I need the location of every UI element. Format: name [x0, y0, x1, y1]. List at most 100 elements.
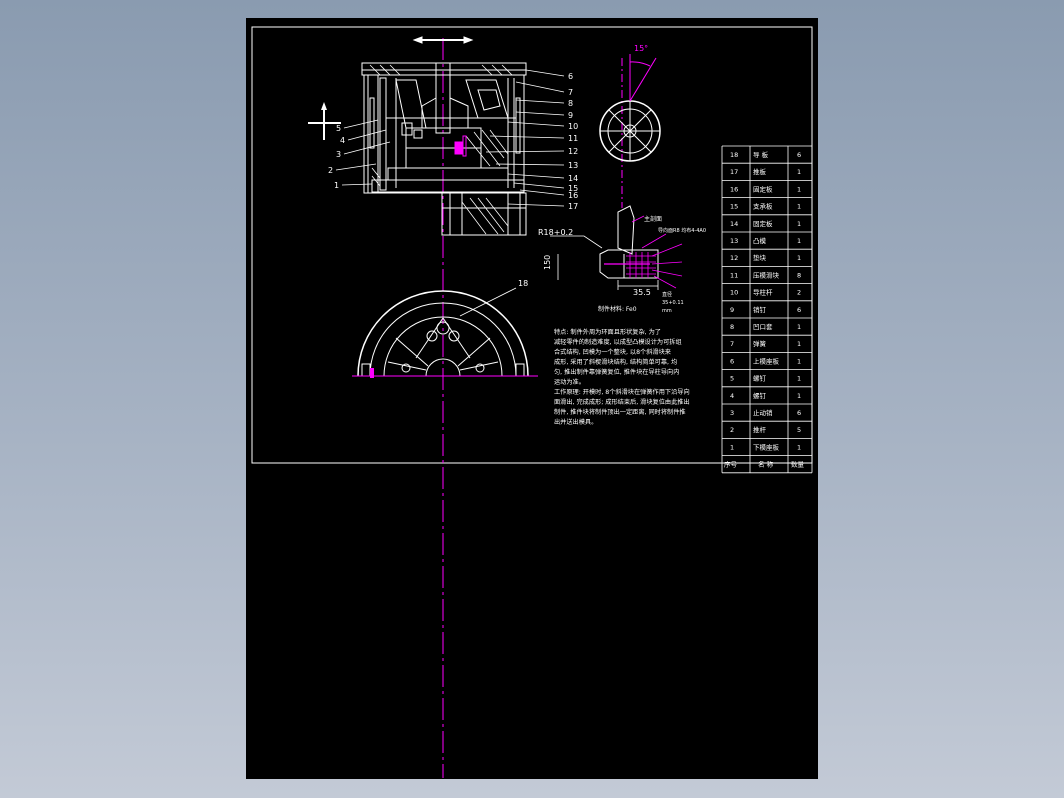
- bom-row-name: 导 板: [753, 150, 769, 159]
- balloon-label: 9: [568, 111, 573, 120]
- balloon-label: 6: [568, 72, 573, 81]
- note-line: 合式结构, 凹模为一个整块, 以8个斜滑块来: [554, 348, 671, 356]
- bom-row-qty: 1: [797, 185, 801, 193]
- diameter-label: 直径: [662, 291, 672, 298]
- diameter-value: 35+0.11: [662, 300, 684, 306]
- bom-row-qty: 1: [797, 340, 801, 348]
- bom-row-number: 10: [730, 289, 738, 297]
- material-label: 制件材料: Fe0: [598, 305, 637, 313]
- bom-row-name: 压模滑块: [753, 270, 780, 279]
- bom-row-name: 推杆: [753, 425, 767, 434]
- bom-header-number: 序号: [724, 460, 738, 469]
- assembly-section-view: [361, 62, 527, 236]
- bom-row-number: 17: [730, 168, 738, 176]
- bom-row-name: 止动销: [753, 408, 773, 417]
- bom-row-number: 7: [730, 340, 734, 348]
- bom-row-qty: 1: [797, 392, 801, 400]
- balloon-label: 5: [336, 124, 341, 133]
- bom-row-number: 3: [730, 409, 734, 417]
- bom-row-qty: 8: [797, 271, 801, 279]
- bom-header-qty: 数量: [791, 460, 805, 469]
- balloon-label: 7: [568, 88, 573, 97]
- bom-row-name: 销钉: [753, 305, 767, 314]
- bom-row-name: 弹簧: [753, 339, 767, 348]
- note-line: 出并送出模具。: [554, 418, 597, 426]
- bom-row-qty: 1: [797, 203, 801, 211]
- bom-row-number: 13: [730, 237, 738, 245]
- plan-view-marker: [370, 368, 374, 378]
- bom-row-name: 垫块: [753, 253, 767, 262]
- note-line: 特点: 制件外周为环面且形状复杂, 为了: [554, 328, 661, 336]
- bom-row-number: 11: [730, 271, 738, 279]
- radius-dimension: R18+0.2: [538, 228, 573, 237]
- bom-row-qty: 1: [797, 254, 801, 262]
- balloon-label: 3: [336, 150, 341, 159]
- bom-row-qty: 1: [797, 375, 801, 383]
- bom-row-number: 6: [730, 357, 734, 365]
- note-line: 成形, 采用了斜楔滑块结构, 结构简单可靠, 均: [554, 358, 677, 366]
- bom-row-name: 固定板: [753, 219, 773, 228]
- detail-leaders: [631, 215, 683, 289]
- bom-row-qty: 2: [797, 289, 801, 297]
- main-section-callout: 主剖面: [644, 215, 662, 223]
- top-view-angle: [629, 54, 657, 102]
- bom-row-qty: 5: [797, 426, 801, 434]
- balloon-label: 10: [568, 122, 578, 131]
- bom-row-name: 螺钉: [753, 374, 767, 383]
- bom-row-number: 1: [730, 443, 734, 451]
- reference-crosshair: [308, 102, 341, 140]
- bom-row-qty: 1: [797, 323, 801, 331]
- bom-row-qty: 1: [797, 357, 801, 365]
- bom-row-number: 12: [730, 254, 738, 262]
- balloon-label: 8: [568, 99, 573, 108]
- bom-row-qty: 1: [797, 237, 801, 245]
- top-view-ring: [599, 100, 661, 162]
- bom-row-name: 导柱杆: [753, 288, 773, 297]
- bom-row-number: 5: [730, 375, 734, 383]
- balloon-label: 15: [568, 184, 578, 193]
- bom-row-number: 8: [730, 323, 734, 331]
- bom-row-number: 14: [730, 220, 738, 228]
- bom-row-number: 9: [730, 306, 734, 314]
- balloon-label: 2: [328, 166, 333, 175]
- title-frame: [251, 26, 813, 464]
- bom-row-name: 支承板: [753, 202, 773, 211]
- bom-row-qty: 1: [797, 220, 801, 228]
- detail-dimensions: [550, 235, 659, 290]
- note-line: 减轻零件的制造难度, 以成型凸模设计为可拆组: [554, 338, 682, 346]
- note-line: 面滑出, 完成成形; 成形结束后, 滑块复位由此推出: [554, 398, 690, 406]
- bom-row-name: 凸模: [753, 236, 767, 245]
- bom-row-number: 15: [730, 203, 738, 211]
- top-view-angle-label: 15°: [634, 44, 648, 53]
- bom-row-qty: 6: [797, 151, 801, 159]
- note-line: 工作原理: 开模时, 8个斜滑块在弹簧作用下沿导向: [554, 388, 690, 396]
- note-line: 匀, 推出制件靠弹簧复位, 推件块在导柱导向内: [554, 368, 679, 376]
- bom-row-qty: 6: [797, 409, 801, 417]
- balloon-label: 13: [568, 161, 578, 170]
- bom-row-qty: 1: [797, 443, 801, 451]
- balloon-label: 12: [568, 147, 578, 156]
- bom-row-name: 上模座板: [753, 356, 780, 365]
- bom-row-number: 2: [730, 426, 734, 434]
- bom-row-name: 推板: [753, 167, 767, 176]
- bom-row-name: 螺钉: [753, 391, 767, 400]
- balloon-label: 1: [334, 181, 339, 190]
- bom-row-qty: 6: [797, 306, 801, 314]
- width-dimension: 35.5: [633, 288, 651, 297]
- balloon-label: 14: [568, 174, 578, 183]
- bom-row-number: 16: [730, 185, 738, 193]
- part-balloons: 6 7 8 9 10 11 12 13 14 15 16 17 5 4 3 2 …: [328, 69, 578, 211]
- bom-row-name: 下模座板: [753, 442, 780, 451]
- plan-view-leader: [459, 287, 517, 317]
- note-line: 制件, 推件块将制件顶出一定距离, 同时将制件推: [554, 408, 686, 416]
- detail-grid: [604, 252, 656, 278]
- section-hatching: [369, 64, 513, 235]
- diameter-unit: mm: [662, 308, 672, 314]
- balloon-label: 18: [518, 279, 528, 288]
- move-direction-arrow: [412, 36, 474, 44]
- bom-row-name: 凹口套: [753, 322, 773, 331]
- drawing-sheet: 6 7 8 9 10 11 12 13 14 15 16 17 5 4 3 2 …: [246, 18, 818, 779]
- bom-row-number: 4: [730, 392, 734, 400]
- guide-callout: 导向面R8 均布4-4A0: [658, 227, 706, 234]
